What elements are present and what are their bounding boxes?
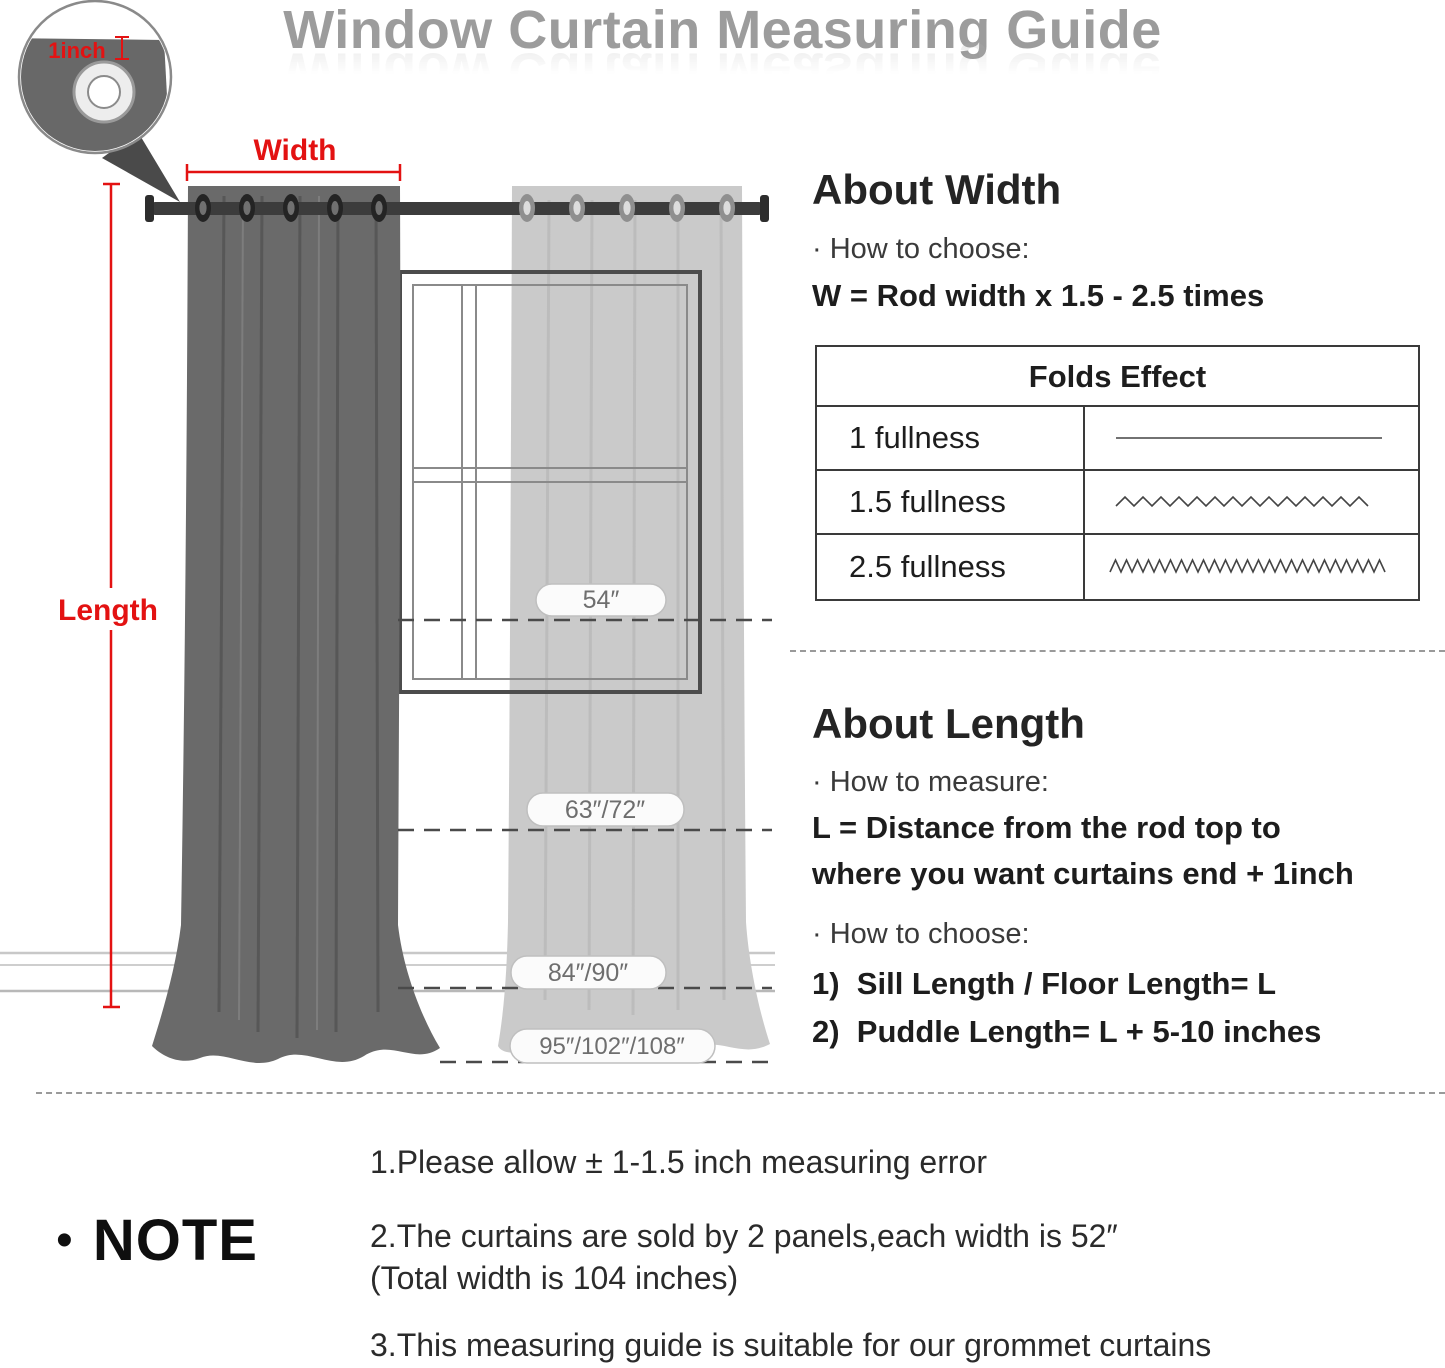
fold-row-3-label: 2.5 fullness — [849, 549, 1006, 584]
width-arrow — [185, 164, 402, 181]
width-formula: W = Rod width x 1.5 - 2.5 times — [812, 278, 1265, 313]
dark-grommets — [195, 194, 387, 222]
size-marker-54-label: 54″ — [583, 586, 620, 614]
note-item-1: 1.Please allow ± 1-1.5 inch measuring er… — [370, 1144, 987, 1180]
about-width-heading: About Width — [812, 166, 1062, 213]
size-marker-84-90: 84″/90″ — [510, 955, 667, 990]
note-item-2: 2.The curtains are sold by 2 panels,each… — [370, 1218, 1118, 1254]
size-marker-84-90-label: 84″/90″ — [548, 959, 628, 987]
length-formula-line2: where you want curtains end + 1inch — [812, 856, 1354, 891]
length-option-1: 1) Sill Length / Floor Length= L — [812, 966, 1277, 1001]
sheer-curtain — [498, 186, 770, 1059]
fold-row-1-label: 1 fullness — [849, 420, 980, 455]
width-label: Width — [253, 134, 336, 167]
length-label-backing — [56, 588, 162, 630]
note-item-3: 3.This measuring guide is suitable for o… — [370, 1327, 1212, 1363]
about-length-heading: About Length — [812, 700, 1085, 747]
dark-curtain — [152, 186, 440, 1063]
note-bullet-icon: • — [56, 1214, 73, 1267]
section-divider — [790, 650, 1445, 652]
note-divider — [36, 1092, 1445, 1094]
length-label: Length — [58, 594, 158, 627]
note-label: NOTE — [92, 1208, 258, 1273]
fold-row-2-label: 1.5 fullness — [849, 484, 1006, 519]
size-marker-63-72: 63″/72″ — [526, 792, 685, 827]
small-zigzag-icon — [1114, 495, 1369, 508]
inset-1inch-label: 1inch — [48, 38, 105, 63]
page-title-group: Window Curtain Measuring Guide Window Cu… — [0, 0, 1445, 102]
inset-1inch-bracket — [115, 36, 129, 60]
width-how-to-choose: · How to choose: — [812, 233, 1030, 265]
fold-row-1-graphic — [1083, 407, 1418, 469]
fold-row-1: 1 fullness — [817, 407, 1418, 471]
fold-row-2-graphic — [1083, 471, 1418, 533]
size-marker-54: 54″ — [535, 583, 667, 617]
size-marker-95-102-108-label: 95″/102″/108″ — [539, 1033, 685, 1060]
length-option-2: 2) Puddle Length= L + 5-10 inches — [812, 1014, 1322, 1049]
page-title: Window Curtain Measuring Guide — [283, 0, 1162, 60]
sheer-grommets — [519, 194, 735, 222]
size-marker-95-102-108: 95″/102″/108″ — [509, 1028, 716, 1064]
fold-row-3: 2.5 fullness — [817, 535, 1418, 599]
measuring-scene: 54″ 63″/72″ 84″/90″ 95″/102″/108″ Width — [0, 0, 790, 1100]
length-formula-line1: L = Distance from the rod top to — [812, 810, 1281, 845]
fold-row-3-graphic — [1083, 535, 1418, 599]
note-item-2-continued: (Total width is 104 inches) — [370, 1260, 739, 1296]
inset-grommet-hole — [87, 75, 121, 109]
size-marker-63-72-label: 63″/72″ — [565, 796, 645, 824]
scene-drawing: 54″ 63″/72″ 84″/90″ 95″/102″/108″ Width — [0, 0, 775, 1064]
straight-line-icon — [1115, 437, 1382, 439]
curtain-rod — [145, 195, 769, 222]
folds-effect-table: Folds Effect 1 fullness 1.5 fullness 2.5… — [815, 345, 1420, 601]
note-heading: • NOTE — [56, 1212, 258, 1270]
folds-table-header: Folds Effect — [817, 347, 1418, 407]
length-how-to-measure: · How to measure: — [812, 766, 1049, 798]
dense-zigzag-icon — [1108, 558, 1386, 574]
grommet-inset: 1inch — [17, 0, 180, 202]
length-how-to-choose: · How to choose: — [812, 918, 1030, 950]
fold-row-2: 1.5 fullness — [817, 471, 1418, 535]
